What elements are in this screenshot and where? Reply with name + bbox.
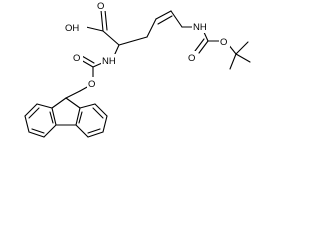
bond-c9-c9a <box>51 97 67 109</box>
bond-cooh-c-oh <box>85 26 104 32</box>
bond-left-ring-4 <box>28 131 45 138</box>
bond-boc-c-o-a <box>198 40 209 54</box>
bond-left-ring-d2 <box>31 128 45 134</box>
bond-c9-c8a <box>65 97 81 109</box>
bond-c4-c5 <box>155 10 172 20</box>
bond-boc-c-o-b <box>194 38 205 52</box>
bond-right-ring-1 <box>79 103 96 109</box>
bond-c9a-c4a <box>51 107 57 126</box>
bond-c8a-c4b <box>75 107 81 126</box>
bond-tbu-me2 <box>235 53 251 63</box>
boc-amine-label: NH <box>193 22 207 33</box>
bond-right-ring-5 <box>75 124 89 138</box>
bond-cooh-c-o-b <box>104 9 108 31</box>
fmoc-carbonyl-oxygen-label: O <box>73 53 80 64</box>
fmoc-ester-oxygen-label: O <box>88 79 95 90</box>
bond-c5-c6 <box>170 10 183 28</box>
bond-right-ring-d3 <box>78 111 83 124</box>
bond-c4-c5-double <box>157 15 173 25</box>
bond-right-ring-d1 <box>92 107 104 119</box>
bond-fmoc-c-o-b <box>81 55 95 64</box>
bond-tbu-me3 <box>229 53 237 70</box>
bond-left-ring-d1 <box>28 107 40 119</box>
bond-right-ring-3 <box>102 115 108 133</box>
bond-left-ring-d3 <box>49 111 54 124</box>
bond-cooh-c-o-a <box>100 9 104 32</box>
acid-carbonyl-oxygen-label: O <box>97 1 104 12</box>
bond-tbu-me1 <box>235 41 249 55</box>
bond-nh-fmoc-c <box>92 62 103 68</box>
molecule-structure: OH O NH O O NH O O <box>24 0 251 138</box>
bond-left-ring-3 <box>24 115 30 133</box>
bond-right-ring-4 <box>87 131 104 138</box>
bond-left-ring-1 <box>36 103 53 109</box>
hydroxyl-label: OH <box>65 23 79 34</box>
bond-cooh-c-alpha <box>102 30 120 46</box>
alpha-amine-label: NH <box>102 56 116 67</box>
boc-ester-oxygen-label: O <box>220 37 227 48</box>
bond-ch2-c9 <box>65 90 81 99</box>
bond-left-ring-5 <box>43 124 57 138</box>
bond-left-ring-2 <box>24 103 38 117</box>
bonds <box>24 9 251 138</box>
boc-carbonyl-oxygen-label: O <box>188 53 195 64</box>
bond-right-ring-d2 <box>87 128 101 134</box>
bond-c3-c4 <box>146 18 157 38</box>
bond-right-ring-2 <box>94 103 108 117</box>
atom-labels: OH O NH O O NH O O <box>64 0 230 90</box>
bond-alpha-c3 <box>118 36 148 46</box>
